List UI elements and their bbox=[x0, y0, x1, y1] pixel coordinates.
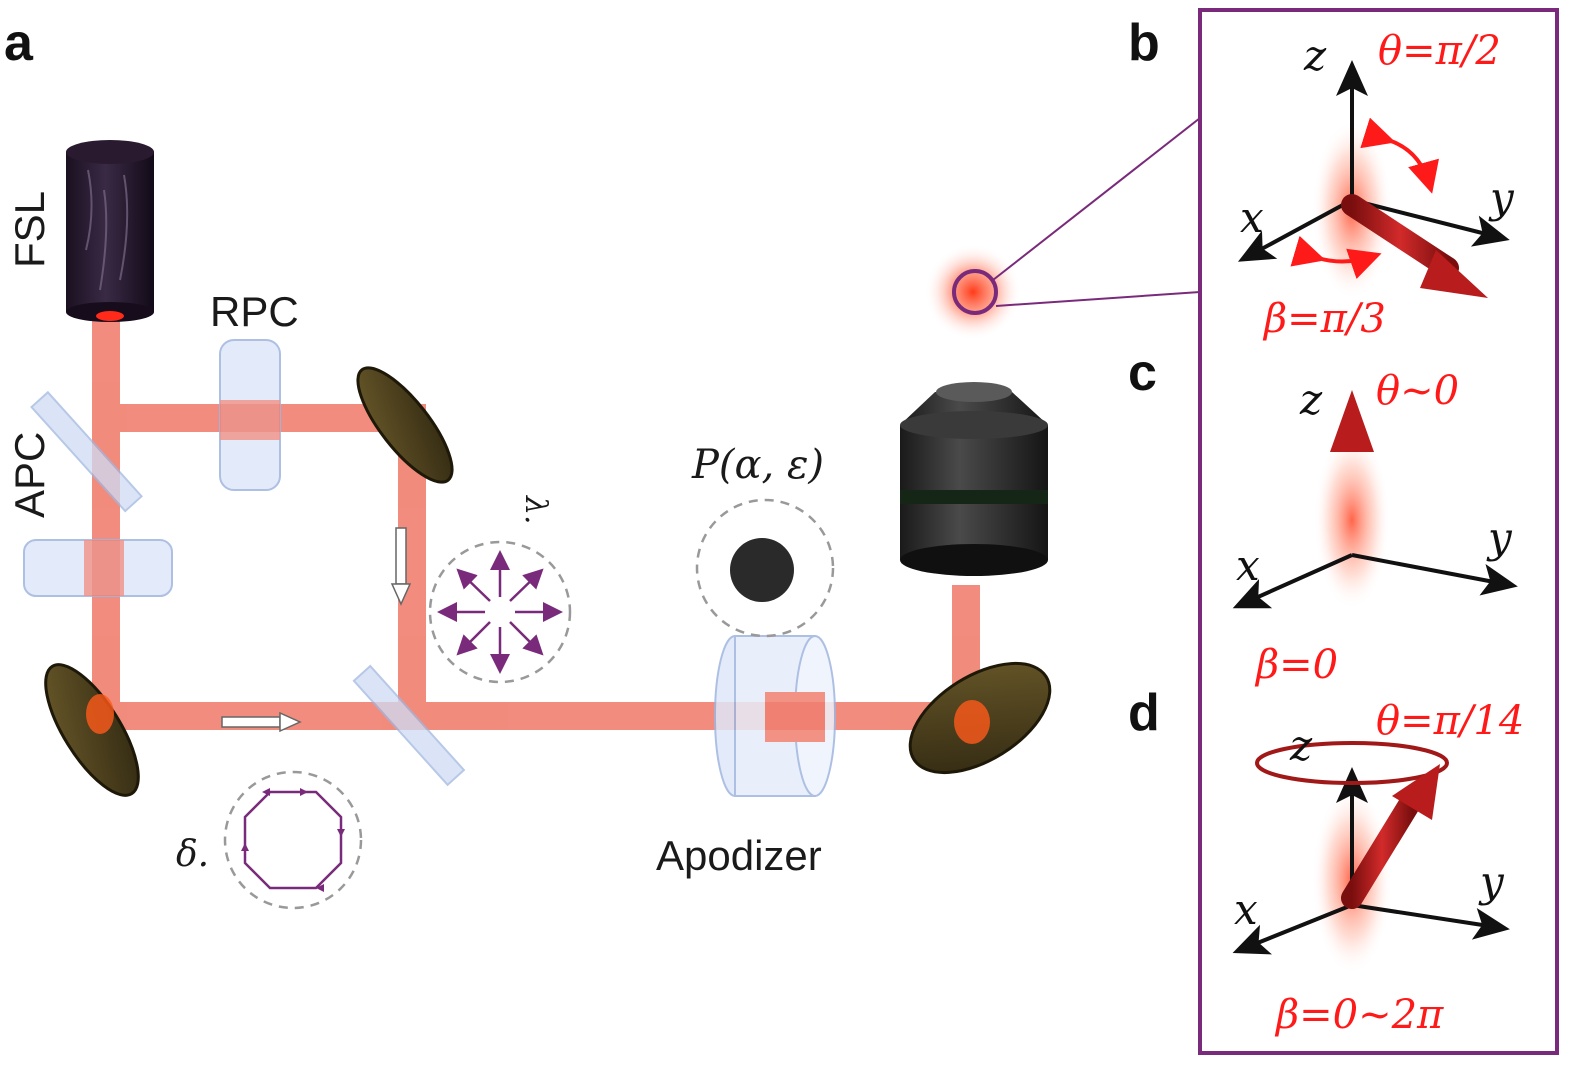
b-axis-x: x bbox=[1240, 193, 1264, 242]
panel-d: d z x y θ=π/14 β=0~2π bbox=[1128, 684, 1524, 1038]
beam-direction-arrow-down bbox=[390, 527, 412, 606]
rpc-label: RPC bbox=[210, 288, 299, 335]
c-axis-y: y bbox=[1486, 513, 1513, 562]
azimuthal-polarization-pattern bbox=[223, 770, 363, 910]
panel-c: c z x y θ~0 β=0 bbox=[1128, 344, 1518, 688]
d-theta: θ=π/14 bbox=[1376, 698, 1524, 744]
mirror-bottom-left bbox=[44, 663, 140, 797]
b-theta: θ=π/2 bbox=[1378, 28, 1501, 74]
b-axis-z: z bbox=[1303, 31, 1327, 80]
panel-label-c: c bbox=[1128, 344, 1157, 402]
c-axis-z: z bbox=[1299, 375, 1323, 424]
b-axis-y: y bbox=[1488, 173, 1515, 222]
b-beta: β=π/3 bbox=[1262, 296, 1386, 342]
orientation-arrow-c bbox=[1330, 390, 1374, 561]
polarization-label: P(α, ε) bbox=[691, 442, 824, 488]
c-axis-x: x bbox=[1236, 541, 1260, 590]
c-theta: θ~0 bbox=[1376, 368, 1459, 414]
mirror-top bbox=[356, 366, 454, 484]
apodizer-element bbox=[714, 635, 836, 797]
lambda-label: λ. bbox=[518, 495, 553, 525]
delta-label: δ. bbox=[176, 834, 209, 875]
zoom-line-bottom bbox=[995, 291, 1201, 307]
polarization-mask bbox=[695, 498, 835, 638]
objective-lens bbox=[900, 382, 1048, 576]
zoom-frame bbox=[1198, 8, 1559, 1055]
d-axis-y: y bbox=[1478, 857, 1505, 906]
beamsplitter-top bbox=[30, 390, 143, 513]
focal-spot-ring bbox=[952, 269, 998, 315]
precession-ring bbox=[1255, 741, 1449, 785]
apc-label: APC bbox=[6, 432, 53, 518]
orientation-arrow-d bbox=[1341, 764, 1440, 909]
zoom-line-top bbox=[992, 117, 1201, 281]
fsl-label: FSL bbox=[6, 191, 53, 268]
panel-label-d: d bbox=[1128, 684, 1160, 742]
panel-label-b: b bbox=[1128, 14, 1160, 72]
d-axis-x: x bbox=[1234, 885, 1258, 934]
beamsplitter-bottom bbox=[352, 664, 466, 787]
panel-b: b z x y θ=π/2 β=π/3 bbox=[1128, 14, 1515, 342]
apc-waveplate bbox=[23, 539, 173, 597]
focal-spot bbox=[925, 244, 1021, 340]
d-beta: β=0~2π bbox=[1274, 992, 1444, 1038]
orientation-arrow-b bbox=[1341, 194, 1488, 298]
panel-label-a: a bbox=[4, 14, 34, 72]
rpc-waveplate bbox=[219, 339, 281, 491]
beam-direction-arrow-right bbox=[221, 711, 302, 733]
c-beta: β=0 bbox=[1254, 642, 1338, 688]
radial-polarization-pattern bbox=[428, 540, 572, 684]
apodizer-label: Apodizer bbox=[656, 832, 822, 879]
panel-a: a FSL RPC APC Apodizer P(α, ε) λ. δ. bbox=[4, 14, 1201, 910]
femtosecond-laser bbox=[66, 140, 154, 322]
d-axis-z: z bbox=[1289, 721, 1313, 770]
mirror-bottom-right bbox=[908, 661, 1052, 775]
